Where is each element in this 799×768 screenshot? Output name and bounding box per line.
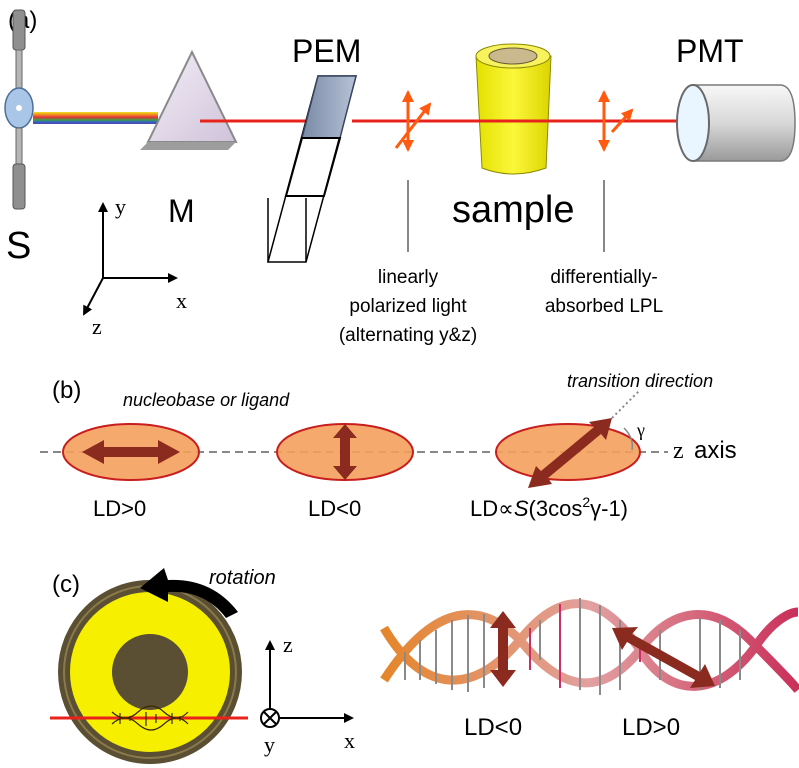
lamp-source-icon [4, 9, 34, 210]
transition-direction-dotted [611, 389, 641, 419]
axes-a [83, 202, 178, 316]
monochromator-label: M [168, 193, 195, 229]
ellipse-vertical [276, 423, 414, 481]
nucleobase-label: nucleobase or ligand [123, 390, 290, 410]
ellipse-horizontal [62, 423, 200, 481]
sample-label: sample [452, 189, 575, 231]
axis-c-y: y [264, 732, 275, 757]
lpl-note-line2: polarized light [349, 296, 467, 317]
dna-arrow-angled [612, 627, 715, 688]
ld-negative-b: LD<0 [308, 496, 361, 521]
transition-direction-label: transition direction [567, 371, 713, 391]
dlpl-note-line1: differentially- [550, 267, 657, 288]
lpl-note-line3: (alternating y&z) [339, 325, 477, 346]
lpl-note-line1: linearly [378, 267, 439, 288]
axis-c-x: x [344, 728, 355, 753]
pmt-detector-icon [676, 84, 796, 162]
prism-monochromator-icon [140, 49, 238, 150]
rotation-arrow [140, 568, 238, 618]
sample-cell-icon [475, 43, 552, 175]
panel-c-label: (c) [52, 571, 80, 598]
z-axis-word: axis [694, 437, 737, 464]
ld-positive-c: LD>0 [622, 714, 680, 741]
couette-cell-icon [58, 580, 242, 764]
pem-modulator-icon [267, 75, 357, 263]
gamma-angle-arc [623, 427, 634, 451]
white-light-beam [33, 112, 158, 124]
ld-negative-c: LD<0 [464, 714, 522, 741]
rotation-label: rotation [209, 567, 276, 589]
axis-a-y: y [115, 194, 126, 219]
polarization-arrows-1 [394, 90, 432, 152]
dna-helix-icon [380, 598, 799, 695]
ld-formula: LD∝S(3cos2γ-1) [470, 494, 628, 521]
dna-arrow-vertical [490, 611, 516, 687]
z-axis-z: z [673, 438, 684, 464]
gamma-symbol: γ [636, 420, 645, 440]
axes-c [260, 640, 354, 728]
ld-positive-b: LD>0 [93, 496, 146, 521]
axis-c-z: z [283, 632, 293, 657]
source-label: S [6, 225, 31, 267]
pmt-label: PMT [676, 33, 744, 69]
axis-a-z: z [92, 314, 102, 339]
polarization-arrows-2 [598, 90, 634, 152]
pem-label: PEM [292, 33, 361, 69]
axis-a-x: x [176, 288, 187, 313]
dlpl-note-line2: absorbed LPL [545, 296, 663, 317]
mini-dna-icon [111, 705, 189, 731]
ellipse-angled [495, 418, 641, 488]
panel-b-label: (b) [52, 377, 81, 404]
